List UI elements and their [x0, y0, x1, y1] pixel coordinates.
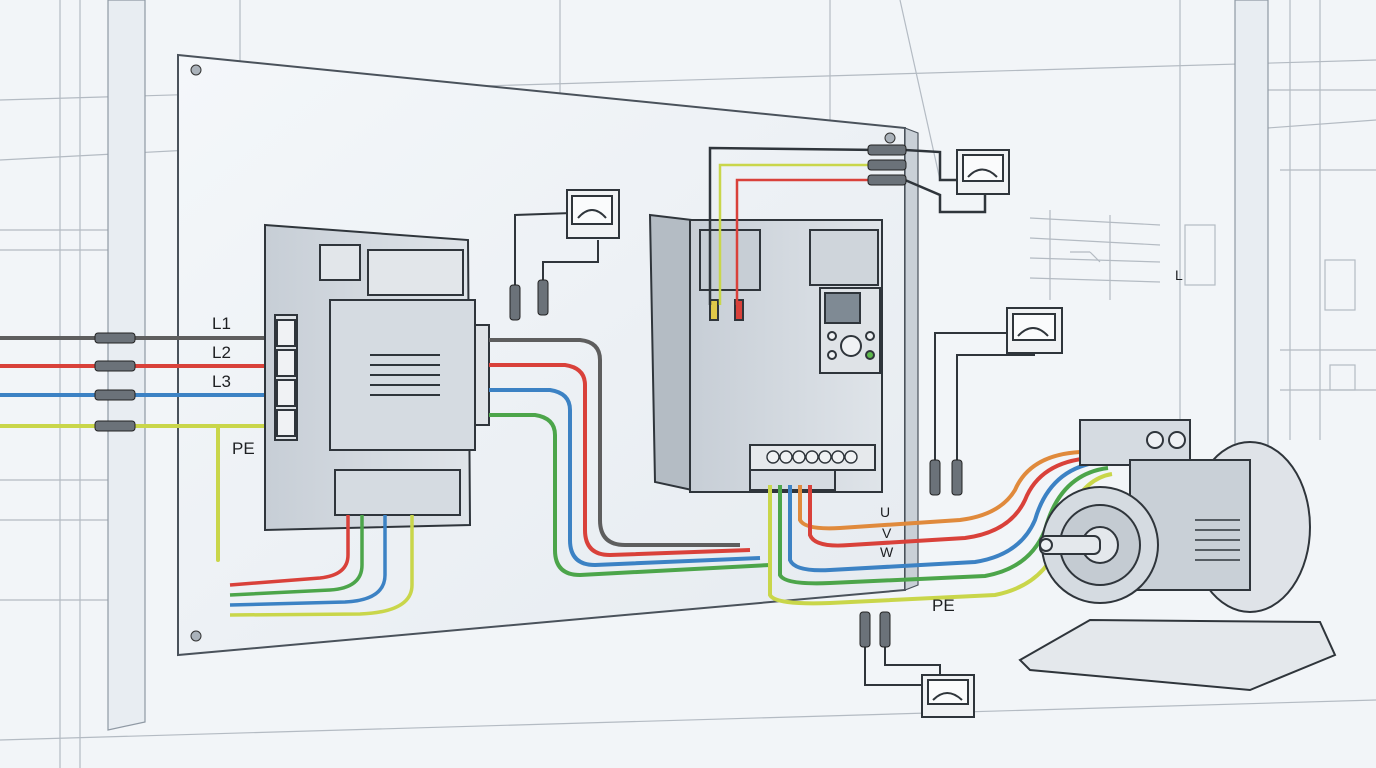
- vfd-test-leads: [708, 146, 987, 305]
- meter-1: [566, 189, 620, 239]
- supply-ferrules: [94, 332, 136, 432]
- wall-pillars: [107, 0, 1269, 731]
- label-l1: L1: [212, 314, 231, 333]
- vfd: [648, 213, 883, 493]
- probe-tips-top: [867, 144, 907, 186]
- label-l2: L2: [212, 343, 231, 362]
- label-background-l: L: [1175, 267, 1183, 283]
- breaker-bottom-wires: [229, 515, 414, 617]
- label-v: V: [882, 525, 892, 541]
- label-pe-supply: PE: [232, 439, 255, 458]
- label-u: U: [880, 504, 891, 520]
- breaker-to-vfd-wires: [489, 338, 771, 578]
- supply-wires: [0, 336, 284, 562]
- label-w: W: [880, 544, 894, 560]
- label-l3: L3: [212, 372, 231, 391]
- motor: [1018, 419, 1337, 692]
- label-pe-motor: PE: [932, 596, 955, 615]
- probe-tips: [509, 279, 963, 648]
- meter-4: [921, 674, 975, 718]
- meter-2: [956, 149, 1010, 195]
- breaker: [264, 223, 490, 532]
- meter-3: [1006, 307, 1063, 354]
